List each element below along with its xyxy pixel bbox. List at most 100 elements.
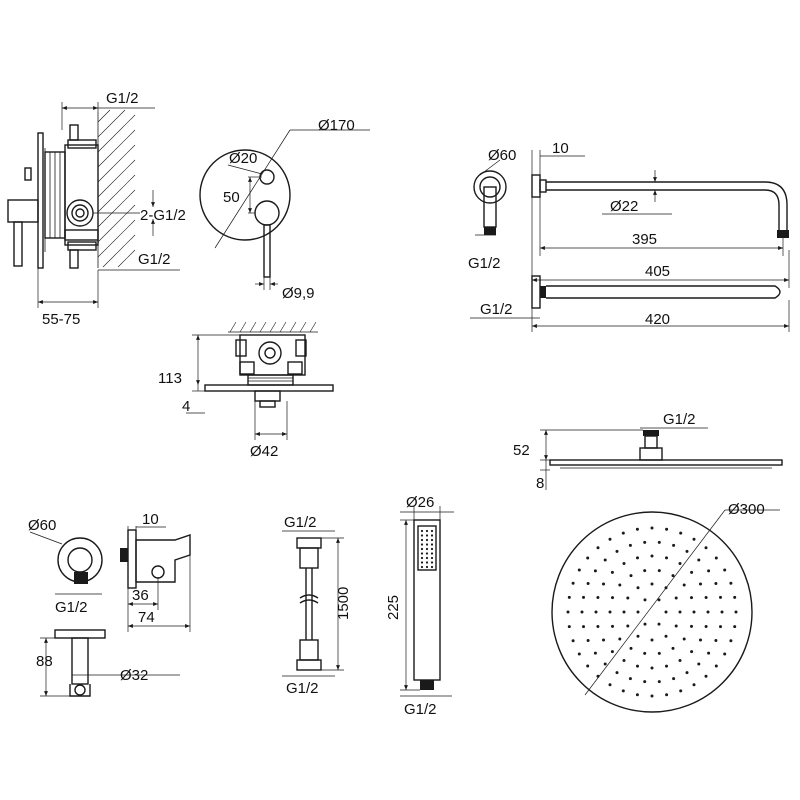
hand-nozzle-dot — [425, 565, 429, 569]
head-thickness-label: 8 — [536, 475, 544, 492]
nozzle-dot — [596, 546, 600, 550]
nozzle-dot — [586, 556, 590, 560]
hand-nozzle-dot — [420, 552, 424, 555]
nozzle-dot — [714, 556, 718, 560]
nozzle-dot — [650, 638, 654, 642]
wall-hatching — [97, 109, 136, 268]
nozzle-dot — [704, 596, 708, 599]
arm-flange-thickness-label: 10 — [552, 140, 569, 157]
nozzle-dot — [636, 586, 640, 590]
body-diameter-label: Ø42 — [250, 443, 278, 460]
outlet-36-label: 36 — [132, 587, 149, 604]
nozzle-dot — [704, 674, 708, 678]
nozzle-dot — [657, 622, 661, 626]
nozzle-dot — [582, 625, 585, 629]
hose-length-label: 1500 — [335, 587, 352, 620]
nozzle-dot — [586, 639, 590, 642]
hand-shower-view: Ø26 225 G1/2 — [385, 494, 454, 718]
plate-thickness-label: 4 — [182, 398, 190, 415]
nozzle-dot — [643, 622, 647, 626]
nozzle-dot — [629, 574, 633, 578]
shower-hose-view: G1/2 1500 G1/2 — [282, 514, 352, 697]
nozzle-dot — [608, 537, 612, 541]
nozzle-dot — [692, 683, 696, 687]
valve-top-thread-label: G1/2 — [106, 90, 139, 107]
nozzle-dot — [733, 595, 737, 599]
nozzle-dot — [608, 683, 612, 687]
nozzle-dot — [580, 610, 584, 614]
outlet-88-label: 88 — [36, 653, 53, 670]
hand-nozzle-dot — [430, 547, 434, 551]
nozzle-dot — [602, 638, 605, 642]
nozzle-dot — [596, 625, 600, 628]
hand-nozzle-dot — [420, 556, 424, 560]
nozzle-dot — [611, 624, 614, 628]
nozzle-dot — [611, 596, 614, 600]
cover-plate-front-view: Ø170 Ø20 50 Ø9,9 — [199, 117, 370, 302]
hand-nozzle-dot — [425, 534, 429, 537]
nozzle-dot — [628, 543, 632, 547]
nozzle-dot — [685, 549, 689, 553]
nozzle-dot — [690, 650, 694, 654]
nozzle-dot — [707, 569, 711, 573]
shower-arm-view: Ø60 10 Ø22 395 405 G1/2 G1/2 420 — [468, 140, 790, 332]
nozzle-dot — [571, 639, 575, 643]
nozzle-dot — [618, 583, 622, 587]
nozzle-dot — [615, 549, 619, 553]
nozzle-dot — [707, 651, 711, 655]
nozzle-dot — [719, 625, 722, 629]
nozzle-dot — [657, 540, 661, 544]
nozzle-dot — [571, 581, 575, 585]
nozzle-dot — [596, 596, 600, 599]
nozzle-dot — [582, 595, 585, 599]
nozzle-dot — [692, 537, 696, 541]
nozzle-dot — [665, 664, 668, 668]
nozzle-dot — [714, 639, 718, 642]
rain-head-nozzles — [566, 526, 738, 698]
nozzle-dot — [682, 583, 686, 587]
nozzle-dot — [643, 651, 647, 655]
nozzle-dot — [635, 693, 639, 697]
nozzle-dot — [622, 610, 626, 614]
hand-nozzle-dot — [430, 534, 434, 537]
hand-nozzle-dot — [425, 543, 429, 546]
nozzle-dot — [643, 598, 647, 602]
nozzle-dot — [699, 582, 702, 586]
nozzle-dot — [657, 598, 661, 602]
nozzle-dot — [664, 634, 668, 638]
hand-nozzle-dot — [420, 534, 424, 537]
hand-nozzle-dot — [420, 565, 424, 569]
rain-head-side-view: G1/2 52 8 — [513, 411, 783, 492]
nozzle-dot — [729, 581, 733, 585]
nozzle-dot — [621, 531, 625, 535]
hose-bottom-thread-label: G1/2 — [286, 680, 319, 697]
nozzle-dot — [622, 562, 626, 565]
nozzle-dot — [567, 625, 571, 629]
nozzle-dot — [678, 610, 682, 614]
nozzle-dot — [628, 677, 632, 681]
nozzle-dot — [672, 677, 676, 681]
nozzle-dot — [610, 650, 614, 654]
nozzle-dot — [643, 680, 647, 684]
nozzle-dot — [665, 527, 669, 531]
knob-offset-label: 50 — [223, 189, 240, 206]
nozzle-dot — [615, 671, 619, 675]
arm-thread-label-2: G1/2 — [480, 301, 513, 318]
head-thread-label: G1/2 — [663, 411, 696, 428]
hand-nozzle-dot — [425, 556, 429, 560]
nozzle-dot — [679, 531, 683, 535]
hand-nozzle-dot — [430, 543, 434, 546]
arm-length-405-label: 405 — [645, 263, 670, 280]
nozzle-dot — [602, 582, 605, 586]
arm-thread-label-1: G1/2 — [468, 255, 501, 272]
nozzle-dot — [665, 556, 668, 560]
hand-length-label: 225 — [385, 595, 402, 620]
nozzle-dot — [603, 558, 607, 562]
hand-nozzle-dot — [420, 538, 424, 542]
nozzle-dot — [636, 610, 640, 614]
nozzle-dot — [699, 638, 702, 642]
lever-diameter-label: Ø9,9 — [282, 285, 315, 302]
hand-nozzle-dot — [430, 556, 434, 560]
nozzle-dot — [657, 680, 661, 684]
hand-nozzle-dot — [430, 538, 434, 542]
